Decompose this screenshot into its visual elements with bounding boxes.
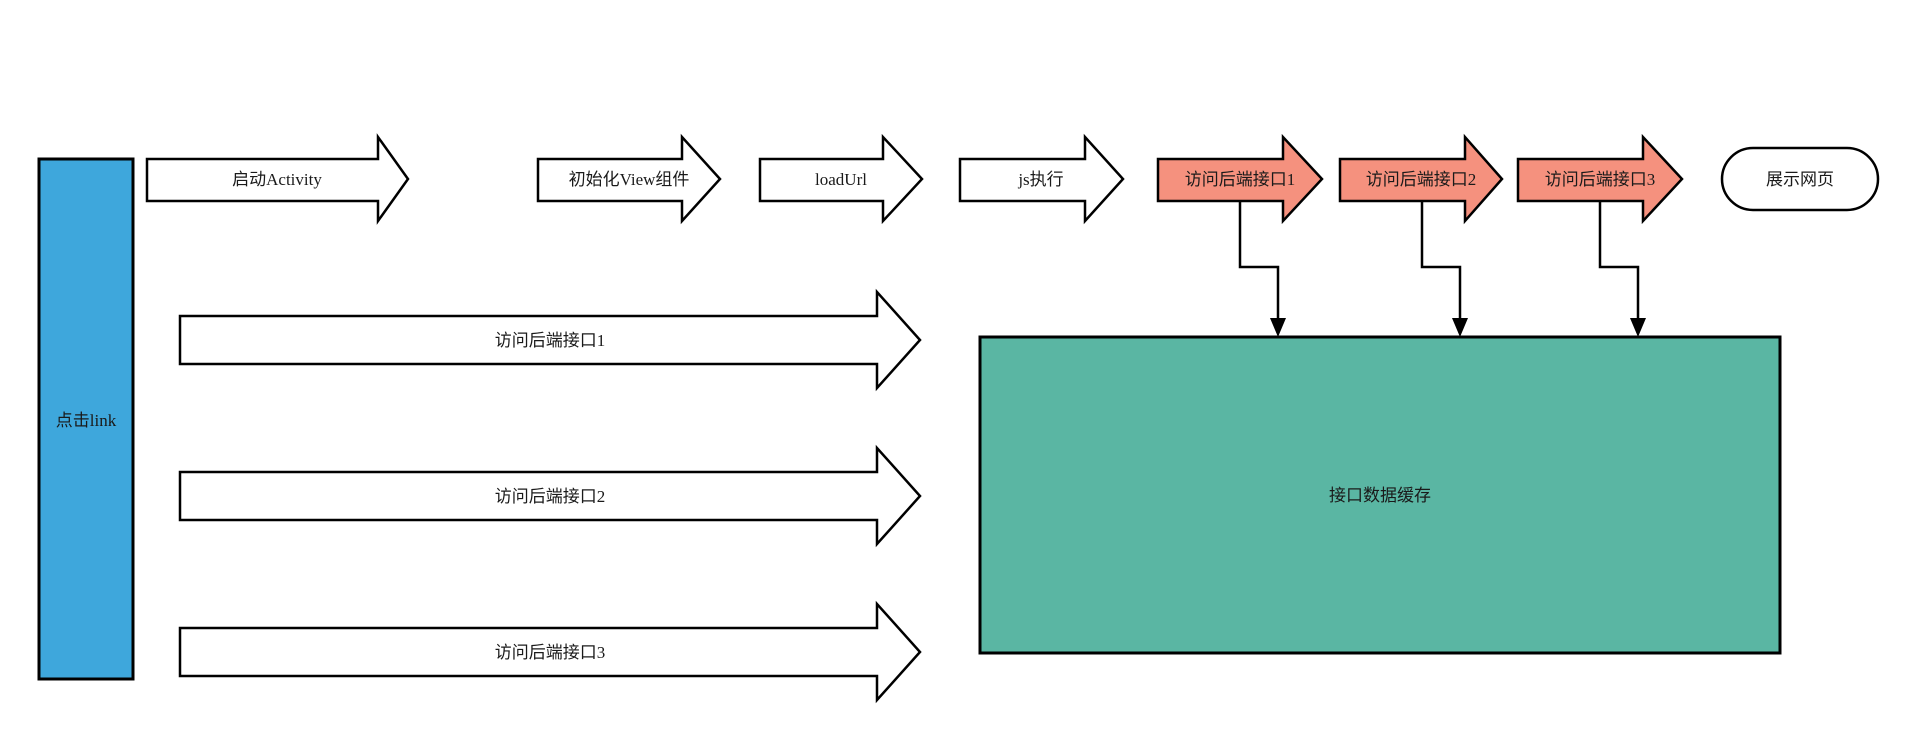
long-arrow-api-3-label: 访问后端接口3 (495, 643, 606, 662)
arrow-js-exec-label: js执行 (1017, 170, 1063, 189)
arrow-loadurl (758, 133, 924, 225)
arrow-launch-activity-label: 启动Activity (232, 170, 322, 189)
connector-api-2-arrowhead-icon (1452, 318, 1468, 337)
show-page-node (1720, 146, 1880, 212)
cache-label: 接口数据缓存 (1329, 486, 1431, 505)
long-arrow-api-3 (178, 600, 922, 704)
arrow-api-1 (1156, 133, 1324, 225)
arrow-api-2 (1338, 133, 1504, 225)
arrow-api-1-label: 访问后端接口1 (1185, 170, 1296, 189)
show-page-label: 展示网页 (1766, 170, 1834, 189)
connector-api-3-arrowhead-icon (1630, 318, 1646, 337)
arrow-api-3 (1516, 133, 1684, 225)
click-link-label: 点击link (56, 411, 117, 430)
long-arrow-api-2 (178, 444, 922, 548)
connector-api-1-arrowhead-icon (1270, 318, 1286, 337)
connector-api-1 (1238, 201, 1280, 322)
arrow-js-exec (958, 133, 1125, 225)
arrow-loadurl-label: loadUrl (815, 170, 867, 189)
arrow-api-2-label: 访问后端接口2 (1366, 170, 1477, 189)
long-arrow-api-1-label: 访问后端接口1 (495, 331, 606, 350)
arrow-init-view (536, 133, 722, 225)
click-link-node (37, 157, 135, 681)
long-arrow-api-1 (178, 288, 922, 392)
long-arrow-api-2-label: 访问后端接口2 (495, 487, 606, 506)
arrow-launch-activity (145, 133, 410, 225)
arrow-api-3-label: 访问后端接口3 (1545, 170, 1656, 189)
connector-api-2 (1420, 201, 1462, 322)
connector-api-3 (1598, 201, 1640, 322)
cache-node (978, 335, 1782, 655)
arrow-init-view-label: 初始化View组件 (569, 170, 690, 189)
